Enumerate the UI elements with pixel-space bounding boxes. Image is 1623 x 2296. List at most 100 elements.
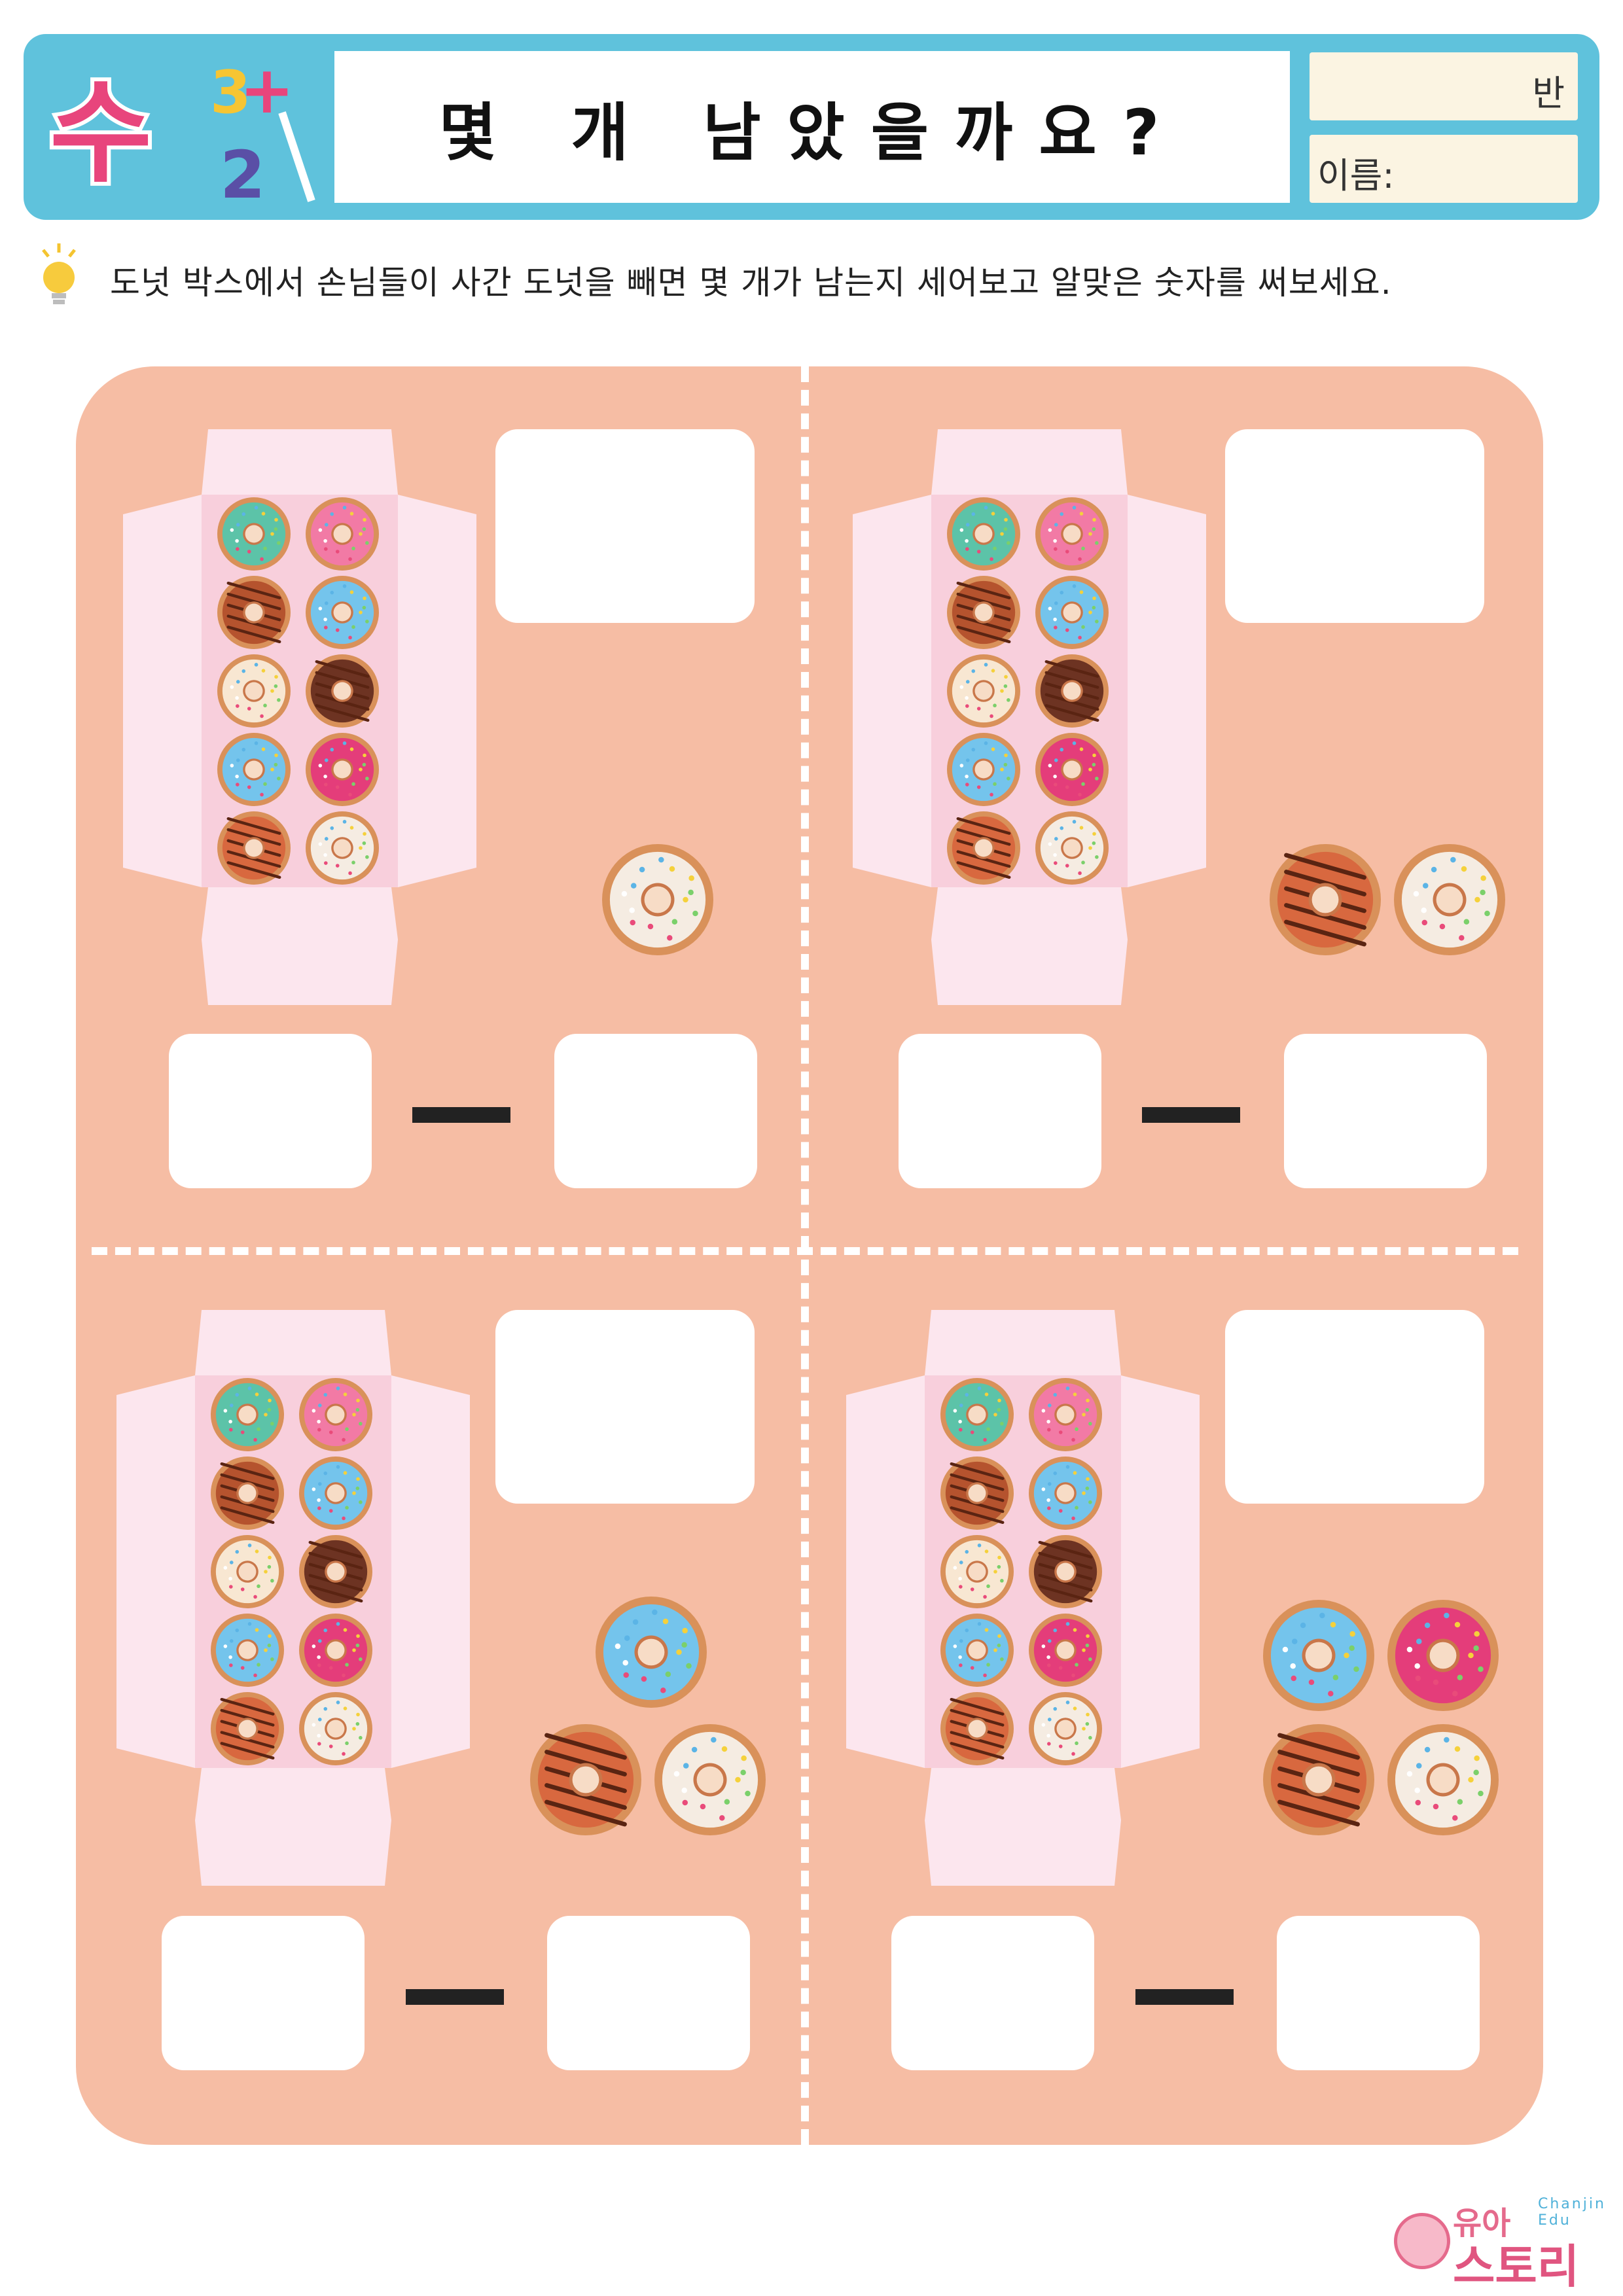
box-bottom-flap [925,1768,1121,1886]
box-top-flap [931,429,1128,495]
donut-icon [211,1535,284,1608]
subtract-box-2[interactable] [1284,1034,1487,1188]
donut-icon [217,497,291,571]
donut-box-3 [116,1310,470,1886]
donut-icon [940,1457,1014,1530]
instruction-text: 도넛 박스에서 손님들이 사간 도넛을 빼면 몇 개가 남는지 세어보고 알맞은… [110,264,1392,302]
answer-box-4[interactable] [1225,1310,1484,1504]
name-field[interactable]: 이름: [1310,135,1578,203]
donut-icon [1029,1457,1102,1530]
donut-icon [940,1535,1014,1608]
donut-icon [306,811,379,885]
donut-icon [306,576,379,649]
logo-text: 수 [50,69,152,198]
answer-box-1[interactable] [495,429,755,623]
donut-icon [211,1692,284,1765]
donut-icon [299,1535,372,1608]
horizontal-divider [92,1247,1518,1255]
bought-donuts-1 [602,844,713,955]
name-label: 이름: [1317,155,1395,196]
total-box-3[interactable] [162,1916,365,2070]
math-logo: 수 3 + 2 [24,34,331,220]
box-left-flap [846,1375,925,1768]
bought-donuts-2 [1270,844,1505,955]
box-left-flap [853,495,931,887]
donut-icon [1035,654,1109,728]
box-bottom-flap [195,1768,391,1886]
donut-icon [211,1457,284,1530]
brand-line1: 유아 [1453,2205,1511,2242]
donut-icon [654,1724,766,1835]
donut-icon [217,811,291,885]
donut-icon [947,497,1020,571]
total-box-1[interactable] [169,1034,372,1188]
donut-icon [299,1614,372,1687]
answer-box-2[interactable] [1225,429,1484,623]
donut-icon [217,576,291,649]
kid-face-icon [1394,2213,1450,2269]
svg-text:3: 3 [210,58,251,127]
box-top-flap [202,429,398,495]
donut-icon [1035,576,1109,649]
donut-icon [940,1692,1014,1765]
svg-text:2: 2 [220,137,266,213]
donut-icon [947,811,1020,885]
donut-icon [940,1378,1014,1451]
subtract-box-1[interactable] [554,1034,757,1188]
donut-box-2 [853,429,1206,1005]
worksheet-header: 수 3 + 2 몇 개 남았을까요? 반 이름: [24,34,1599,220]
bought-donuts-3 [530,1597,766,1835]
brand-sub: Chanjin Edu [1538,2196,1606,2229]
minus-sign-3 [406,1989,504,2005]
total-box-4[interactable] [891,1916,1094,2070]
donut-icon [947,576,1020,649]
subtract-box-4[interactable] [1277,1916,1480,2070]
donut-icon [602,844,713,955]
subtract-box-3[interactable] [547,1916,750,2070]
box-left-flap [123,495,202,887]
donut-icon [1387,1724,1499,1835]
donut-icon [940,1614,1014,1687]
brand-logo: 유아 Chanjin Edu 스토리 [1394,2193,1604,2293]
donut-icon [1035,811,1109,885]
donut-icon [299,1378,372,1451]
class-field[interactable]: 반 [1310,52,1578,120]
donut-icon [299,1457,372,1530]
donut-icon [1029,1535,1102,1608]
donut-icon [1263,1600,1374,1711]
class-label: 반 [1532,73,1565,114]
donut-box-4 [846,1310,1200,1886]
donut-icon [1035,497,1109,571]
donut-icon [1263,1724,1374,1835]
donut-icon [211,1614,284,1687]
donut-icon [299,1692,372,1765]
brand-line2: 스토리 [1453,2240,1580,2293]
donut-icon [1029,1378,1102,1451]
donut-icon [211,1378,284,1451]
box-left-flap [116,1375,195,1768]
donut-icon [1394,844,1505,955]
donut-icon [1387,1600,1499,1711]
donut-icon [306,654,379,728]
answer-box-3[interactable] [495,1310,755,1504]
donut-icon [947,733,1020,806]
box-right-flap [1128,495,1206,887]
donut-icon [217,733,291,806]
donut-icon [1029,1692,1102,1765]
math-logo-graphic: 수 3 + 2 [46,52,315,213]
box-right-flap [391,1375,470,1768]
donut-icon [1035,733,1109,806]
title-box: 몇 개 남았을까요? [334,51,1290,203]
donut-icon [1270,844,1381,955]
donut-box-1 [123,429,476,1005]
box-right-flap [1121,1375,1200,1768]
total-box-2[interactable] [899,1034,1101,1188]
bought-donuts-4 [1263,1600,1499,1835]
donut-icon [596,1597,707,1708]
lightbulb-icon [42,243,76,304]
box-top-flap [195,1310,391,1375]
box-bottom-flap [931,887,1128,1005]
donut-icon [306,733,379,806]
box-right-flap [398,495,476,887]
box-top-flap [925,1310,1121,1375]
